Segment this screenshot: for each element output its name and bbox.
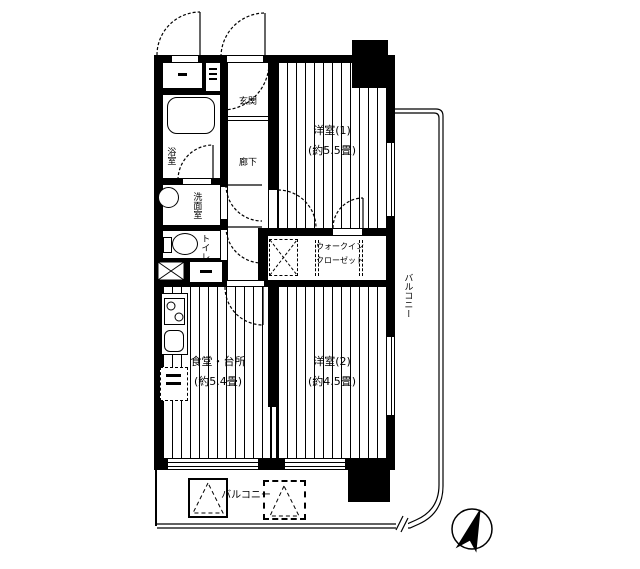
balcony-left-edge (155, 470, 157, 526)
wall-wic-top (268, 228, 395, 236)
kitchen-sink (164, 330, 184, 352)
opening-wic-door (333, 229, 362, 235)
door-arc-main-entry (220, 12, 266, 58)
shoe-cabinet-mark (178, 73, 187, 76)
label-dk-name: 食堂・台所 (190, 355, 246, 368)
opening-entry-small (172, 56, 198, 63)
opening-senmen-door (221, 187, 227, 219)
label-wic-line2: クローゼット (316, 256, 364, 265)
pillar-top-right (352, 40, 388, 88)
compass-icon (451, 508, 493, 553)
opening-bath-door (183, 179, 211, 184)
meter-box-mark-2 (209, 73, 217, 75)
door-arc-toilet (225, 226, 263, 264)
label-wic-line1: ウォークイン (316, 242, 364, 251)
wall-washer-left (258, 228, 268, 287)
storage-box-mark (200, 270, 212, 273)
washbasin-sink (158, 187, 179, 208)
sliding-door-line-1 (270, 405, 272, 458)
washing-machine-space (269, 239, 298, 276)
wall-top-room1 (268, 55, 395, 63)
toilet-tank (163, 237, 172, 253)
opening-dk-door (227, 281, 264, 286)
opening-toilet-door (221, 230, 227, 260)
label-senmenshitsu: 洗面室 (191, 191, 202, 219)
wall-top-left (154, 55, 278, 63)
window-dk-bottom (168, 459, 258, 469)
label-dk-size: (約5.4畳) (193, 375, 243, 388)
bathtub (167, 97, 215, 134)
room-yoshitsu2-floor (278, 287, 386, 458)
label-yokushitsu: 浴室 (165, 147, 176, 165)
meter-box-mark-1 (209, 68, 217, 70)
label-rouka: 廊下 (238, 158, 257, 168)
label-yoshitsu2-size: (約4.5畳) (307, 375, 357, 388)
outline-break-zigzag (395, 515, 409, 533)
wall-box-divider (202, 55, 206, 91)
window-yoshitsu1-right (387, 143, 394, 216)
door-arc-small-entry (156, 11, 201, 56)
meter-box (206, 63, 220, 91)
pillar-bottom-right (348, 458, 390, 502)
meter-box-mark-3 (209, 78, 217, 80)
outline-break-mask (396, 514, 408, 532)
kitchen-stove (164, 298, 185, 325)
genkan-step-line (228, 116, 268, 121)
label-balcony-bottom: バルコニー (221, 490, 271, 501)
window-yoshitsu2-right (387, 337, 394, 415)
label-toilet: トイレ (199, 233, 210, 261)
wall-senmen-bottom (154, 225, 228, 231)
label-yoshitsu2-name: 洋室(2) (313, 355, 351, 368)
sliding-door-line-2 (276, 405, 278, 458)
label-yoshitsu1-name: 洋室(1) (313, 124, 351, 137)
pipe-space-box (158, 262, 184, 280)
door-arc-bath (177, 144, 214, 181)
wall-dk-yoshitsu2 (268, 287, 278, 407)
door-arc-senmen (225, 184, 263, 222)
wall-boxrow-bottom (154, 88, 228, 95)
window-yoshitsu2-bottom (285, 459, 345, 469)
label-genkan: 玄関 (238, 97, 257, 107)
opening-yoshitsu1-door (269, 190, 277, 228)
opening-entry-main (227, 56, 263, 63)
label-yoshitsu1-size: (約5.5畳) (307, 144, 357, 157)
toilet-bowl (172, 233, 198, 255)
label-balcony-right: バルコニー (402, 272, 413, 318)
